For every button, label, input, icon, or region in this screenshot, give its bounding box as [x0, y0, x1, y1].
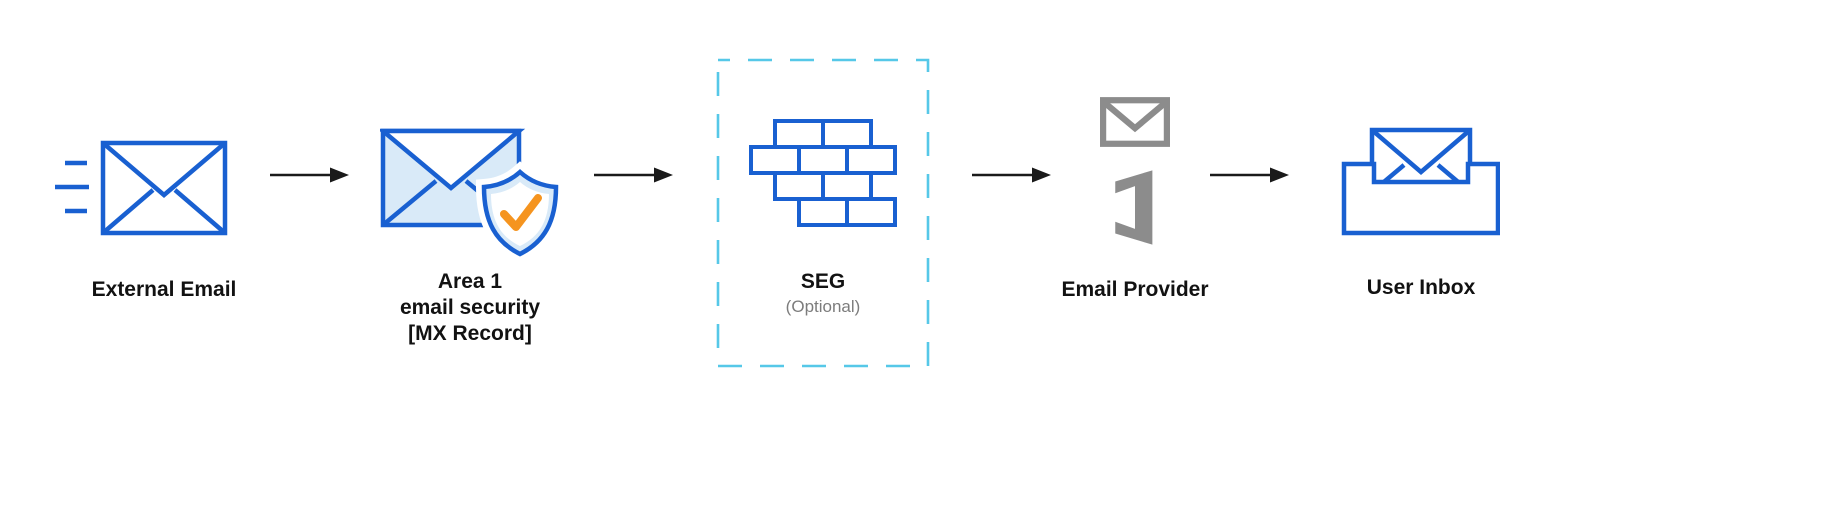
envelope-flap [1370, 128, 1472, 175]
flow-arrow-4 [1210, 167, 1289, 183]
gmail-icon [1100, 97, 1170, 147]
area1-node [376, 128, 570, 263]
inbox-envelope-icon [1341, 127, 1501, 236]
external-email-node [55, 139, 230, 244]
envelope-flap [376, 128, 526, 191]
speeding-envelope-icon [55, 140, 228, 236]
email-provider-node [1100, 97, 1170, 152]
optional-dashed-boundary [716, 58, 930, 368]
seg-node [748, 118, 898, 233]
inbox-tray [1341, 161, 1501, 236]
envelope-fold-left [381, 179, 438, 227]
area1-label-line3: [MX Record] [408, 322, 532, 345]
firewall-bricks-icon [749, 119, 897, 227]
area1-label-line2: email security [399, 296, 541, 319]
flow-arrow-1 [270, 167, 349, 183]
area1-label-line1: Area 1 [437, 270, 503, 293]
flow-arrow-2 [594, 167, 673, 183]
envelope-fold-left [101, 188, 155, 235]
user-inbox-label: User Inbox [1366, 276, 1476, 299]
envelope-fold-right [173, 188, 227, 235]
email-provider-label: Email Provider [1061, 278, 1209, 301]
envelope-shield-check-icon [376, 128, 565, 263]
flow-arrow-3 [972, 167, 1051, 183]
envelope-flap [101, 141, 227, 198]
office-icon-wrap [1105, 168, 1165, 252]
office-icon [1115, 170, 1153, 245]
external-email-label: External Email [91, 278, 237, 301]
seg-optional-label: (Optional) [785, 297, 861, 316]
area1-label: Area 1 email security [MX Record] [400, 269, 540, 347]
user-inbox-node [1340, 126, 1501, 243]
check-icon [500, 194, 542, 231]
seg-label: SEG [800, 270, 846, 293]
